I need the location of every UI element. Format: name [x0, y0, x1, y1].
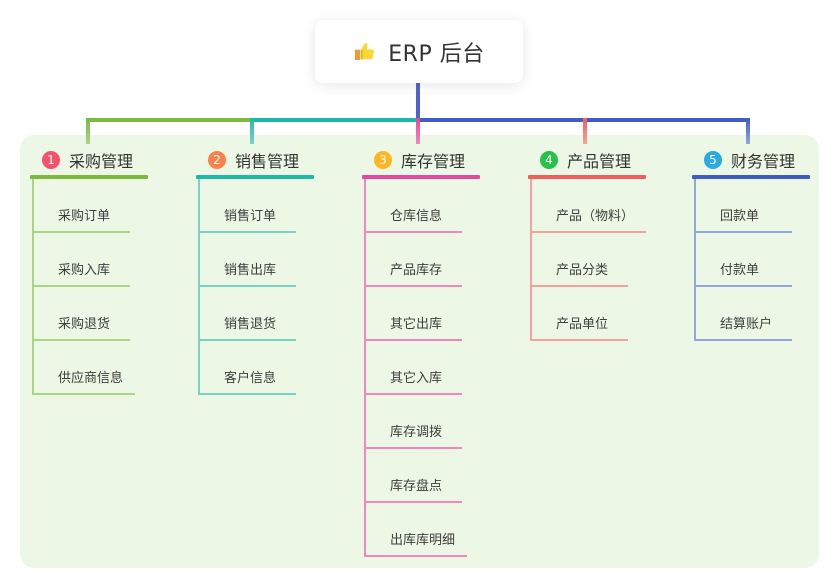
branch-title-finance[interactable]: 5 财务管理	[692, 149, 810, 171]
child-node[interactable]: 销售退货	[200, 287, 296, 341]
branch-number-badge: 1	[42, 151, 60, 169]
branch-label: 财务管理	[731, 152, 796, 171]
branch-title-purchase[interactable]: 1 采购管理	[30, 149, 148, 171]
child-node[interactable]: 销售订单	[200, 179, 296, 233]
branch-children: 采购订单 采购入库 采购退货 供应商信息	[32, 179, 136, 395]
branch-underline	[528, 175, 646, 179]
branch-finance: 5 财务管理 回款单 付款单 结算账户	[692, 149, 810, 341]
branch-sales: 2 销售管理 销售订单 销售出库 销售退货 客户信息	[196, 149, 314, 395]
branch-underline	[362, 175, 480, 179]
child-node[interactable]: 采购入库	[34, 233, 130, 287]
child-node[interactable]: 产品分类	[532, 233, 628, 287]
branch-purchase: 1 采购管理 采购订单 采购入库 采购退货 供应商信息	[30, 149, 148, 395]
thumbs-up-icon	[355, 43, 375, 61]
branch-product: 4 产品管理 产品（物料） 产品分类 产品单位	[528, 149, 647, 341]
branch-drop-line-5	[746, 118, 750, 144]
child-node[interactable]: 客户信息	[200, 341, 296, 395]
child-node[interactable]: 产品库存	[366, 233, 462, 287]
branch-children: 回款单 付款单 结算账户	[694, 179, 792, 341]
child-node[interactable]: 供应商信息	[34, 341, 136, 395]
branch-children: 销售订单 销售出库 销售退货 客户信息	[198, 179, 296, 395]
child-node[interactable]: 产品（物料）	[532, 179, 647, 233]
root-node[interactable]: ERP 后台	[315, 20, 523, 83]
branch-drop-line-2	[250, 118, 254, 144]
branch-title-product[interactable]: 4 产品管理	[528, 149, 646, 171]
branch-number-badge: 2	[208, 151, 226, 169]
branch-underline	[692, 175, 810, 179]
background-panel	[20, 135, 819, 568]
root-connector-line	[416, 82, 420, 120]
branch-inventory: 3 库存管理 仓库信息 产品库存 其它出库 其它入库 库存调拨 库存盘点 出库库…	[362, 149, 480, 557]
root-label: ERP 后台	[388, 41, 485, 67]
child-node[interactable]: 仓库信息	[366, 179, 462, 233]
child-node[interactable]: 销售出库	[200, 233, 296, 287]
branch-title-inventory[interactable]: 3 库存管理	[362, 149, 480, 171]
branch-number-badge: 3	[374, 151, 392, 169]
connector-segment-green	[86, 118, 252, 122]
child-node[interactable]: 库存调拨	[366, 395, 462, 449]
branch-drop-line-4	[583, 118, 587, 144]
child-node[interactable]: 采购订单	[34, 179, 130, 233]
child-node[interactable]: 库存盘点	[366, 449, 462, 503]
branch-children: 产品（物料） 产品分类 产品单位	[530, 179, 647, 341]
branch-label: 产品管理	[567, 152, 632, 171]
branch-label: 销售管理	[235, 152, 300, 171]
child-node[interactable]: 产品单位	[532, 287, 628, 341]
branch-number-badge: 5	[704, 151, 722, 169]
child-node[interactable]: 采购退货	[34, 287, 130, 341]
connector-segment-teal	[252, 118, 416, 122]
child-node[interactable]: 其它出库	[366, 287, 462, 341]
branch-number-badge: 4	[540, 151, 558, 169]
branch-children: 仓库信息 产品库存 其它出库 其它入库 库存调拨 库存盘点 出库库明细	[364, 179, 468, 557]
child-node[interactable]: 结算账户	[696, 287, 792, 341]
child-node[interactable]: 回款单	[696, 179, 792, 233]
branch-drop-line-3	[416, 118, 420, 144]
branch-label: 采购管理	[69, 152, 134, 171]
child-node[interactable]: 出库库明细	[366, 503, 468, 557]
branch-underline	[30, 175, 148, 179]
child-node[interactable]: 其它入库	[366, 341, 462, 395]
branch-drop-line-1	[86, 118, 90, 144]
branch-label: 库存管理	[401, 152, 466, 171]
branch-underline	[196, 175, 314, 179]
branch-title-sales[interactable]: 2 销售管理	[196, 149, 314, 171]
child-node[interactable]: 付款单	[696, 233, 792, 287]
